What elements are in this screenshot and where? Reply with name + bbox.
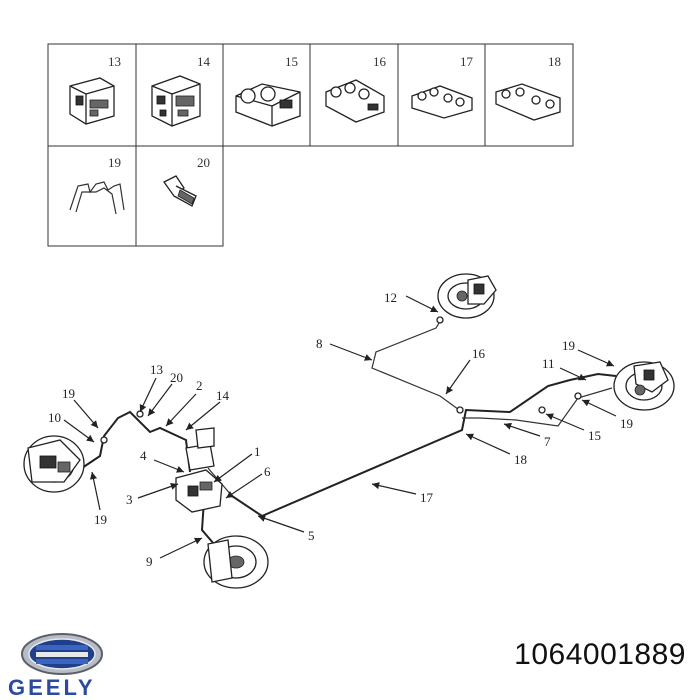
callout-2: 2 [196, 378, 203, 393]
callout-labels: 12 8 16 19 11 19 7 15 18 17 13 20 2 14 1… [48, 290, 633, 569]
table-cell-19 [47, 145, 137, 247]
front-brake-bottom-drawing [203, 535, 269, 589]
cell-number: 19 [108, 155, 121, 170]
callout-16: 16 [472, 346, 486, 361]
callout-3: 3 [126, 492, 133, 507]
callout-5: 5 [308, 528, 315, 543]
cell-number: 18 [548, 54, 561, 69]
callout-20: 20 [170, 370, 183, 385]
leader-lines [63, 295, 617, 559]
callout-14: 14 [216, 388, 230, 403]
pipe-clips [100, 316, 582, 444]
cell-number: 20 [197, 155, 210, 170]
callout-1: 1 [254, 444, 261, 459]
callout-8: 8 [316, 336, 323, 351]
spring-clip-19-drawing [69, 181, 125, 215]
callout-11: 11 [542, 356, 555, 371]
callout-18: 18 [514, 452, 527, 467]
callout-19: 19 [94, 512, 107, 527]
cell-number: 17 [460, 54, 474, 69]
callout-15: 15 [588, 428, 601, 443]
callout-6: 6 [264, 464, 271, 479]
cell-number: 13 [108, 54, 121, 69]
clip-18-drawing [495, 83, 561, 121]
clip-17-drawing [411, 85, 473, 119]
callout-13: 13 [150, 362, 163, 377]
callout-19: 19 [562, 338, 575, 353]
bolt-20-drawing [163, 175, 197, 207]
callout-4: 4 [140, 448, 147, 463]
callout-17: 17 [420, 490, 434, 505]
abs-unit-drawing [175, 427, 223, 513]
parts-table: 13 14 15 16 17 18 19 20 [47, 43, 574, 247]
callout-12: 12 [384, 290, 397, 305]
cell-number: 15 [285, 54, 298, 69]
clip-14-drawing [151, 75, 201, 127]
brake-pipes [81, 317, 617, 559]
callout-9: 9 [146, 554, 153, 569]
cell-number: 16 [373, 54, 387, 69]
cell-number: 14 [197, 54, 211, 69]
clip-15-drawing [235, 83, 301, 127]
geely-logo-icon [21, 633, 103, 675]
callout-7: 7 [544, 434, 551, 449]
front-brake-left-drawing [23, 435, 85, 493]
clip-13-drawing [69, 77, 115, 125]
callout-10: 10 [48, 410, 61, 425]
callout-19: 19 [62, 386, 75, 401]
callout-19: 19 [620, 416, 633, 431]
brand-wordmark: GEELY [8, 675, 96, 700]
part-number: 1064001889 [514, 638, 686, 671]
clip-16-drawing [325, 79, 385, 123]
rear-brake-right-drawing [613, 361, 675, 411]
rear-brake-upper-drawing [437, 273, 497, 319]
